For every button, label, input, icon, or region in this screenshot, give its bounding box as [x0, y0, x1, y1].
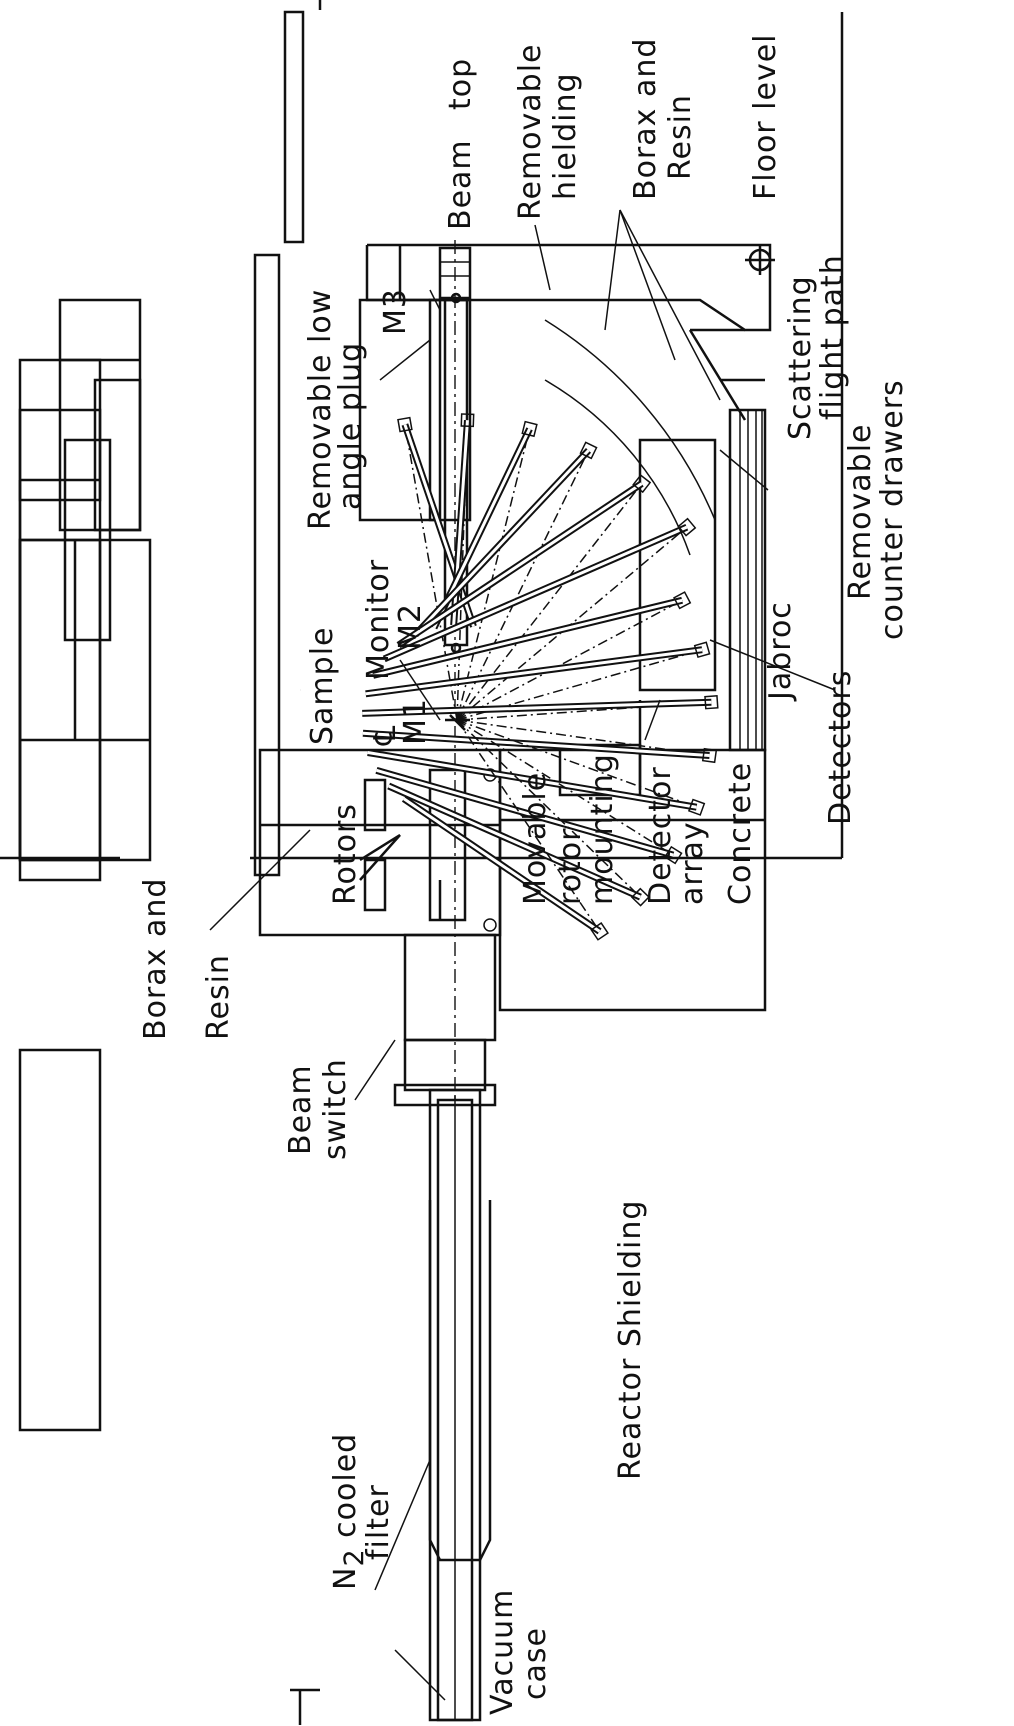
flight-ray [404, 424, 458, 721]
flight-ray [456, 719, 674, 856]
detector-cap [632, 474, 652, 494]
flight-ray [456, 428, 531, 721]
flight-tube-bore [362, 700, 712, 715]
flight-tube-bore [362, 731, 710, 757]
label-sample: Sample [305, 627, 340, 746]
detector-cap [663, 845, 683, 865]
shielding-slope [688, 329, 747, 421]
label-vacuum-case: Vacuum [485, 1589, 520, 1715]
flight-tube-bore [367, 751, 697, 809]
flight-ray [456, 719, 641, 898]
flight-tube-bore [403, 797, 601, 933]
detector-cap [590, 922, 609, 941]
label-scattering-2: flight path [815, 254, 850, 420]
label-counter-drawers: Removable [843, 423, 878, 600]
label-borax-resin-right-2: Resin [663, 94, 698, 180]
detector-cap [704, 695, 719, 710]
flight-tube-bore [376, 768, 674, 857]
flight-path-tubes [362, 413, 719, 941]
counter-drawers [720, 378, 767, 752]
label-monitor: Monitor [361, 559, 396, 680]
detector-cap [630, 887, 650, 907]
label-detectors: Detectors [823, 670, 858, 825]
beam-tube [393, 1083, 497, 1722]
label-movable-rotor-2: rotor [553, 828, 588, 905]
detector-cap [397, 416, 413, 433]
label-jabroc: Jabroc [763, 601, 798, 702]
detector-cap [521, 420, 538, 438]
beam-stop-block [438, 246, 472, 300]
detector-cap [687, 798, 706, 816]
detector-cap [701, 747, 718, 764]
flight-ray [456, 701, 712, 721]
reactor-shielding-face [0, 0, 322, 1725]
label-removable-shielding: Removable [513, 43, 548, 220]
label-beam-switch-2: switch [318, 1058, 353, 1160]
label-n2-filter-2: filter [361, 1484, 396, 1560]
flight-tube-bore [365, 648, 703, 696]
label-removable-shielding-2: hielding [548, 72, 583, 200]
detector-cap [579, 441, 598, 460]
label-beam-stop: Beam [443, 139, 478, 230]
removable-shielding [365, 243, 772, 332]
label-beam-switch: Beam [283, 1064, 318, 1155]
label-n2-filter: N2 cooled [328, 1433, 370, 1590]
detector-array-box [558, 438, 717, 797]
flight-tube-bore [397, 482, 643, 647]
label-counter-drawers-2: counter drawers [875, 379, 910, 640]
borax-resin-blocks [18, 10, 305, 1432]
label-m1: M1 [398, 698, 433, 745]
floor-level-symbol [745, 245, 775, 275]
flight-ray [456, 599, 683, 721]
text-labels: Borax and Resin Rotors Movable rotor mou… [138, 33, 910, 1715]
flight-ray [456, 450, 590, 721]
label-monitor-2: M2 [393, 603, 428, 650]
flight-ray [456, 719, 601, 932]
flight-ray [456, 719, 697, 808]
flight-tube-bore [414, 449, 590, 636]
detector-cap [673, 591, 692, 610]
label-detector-array: Detector [643, 766, 678, 905]
label-n2-filter-cooled: cooled [328, 1433, 363, 1549]
label-reactor-shielding: Reactor Shielding [613, 1200, 648, 1480]
borax-stack [18, 538, 152, 862]
flight-tube-bore [383, 525, 688, 661]
label-beam-stop-2: top [443, 58, 478, 110]
flight-ray [456, 719, 710, 757]
label-borax-resin-top-2: Resin [201, 954, 236, 1040]
label-concrete: Concrete [723, 762, 758, 905]
label-centreline: ℄ [368, 725, 403, 746]
label-m3: M3 [378, 288, 413, 335]
label-n2-filter-sub: 2 [339, 1548, 370, 1566]
flight-tube-bore [388, 784, 642, 899]
flight-tube-bore [372, 598, 683, 677]
label-low-angle-plug-2: angle plug [333, 342, 368, 510]
label-low-angle-plug: Removable low [303, 289, 338, 530]
label-movable-rotor: Movable [518, 772, 553, 905]
label-detector-array-2: array [675, 821, 710, 905]
low-angle-arc [544, 319, 716, 521]
label-borax-resin-right: Borax and [628, 38, 663, 200]
beam-switch-block [403, 933, 497, 1092]
detector-cap [460, 413, 475, 428]
label-rotors: Rotors [328, 803, 363, 905]
label-scattering: Scattering [783, 275, 818, 440]
label-n2-filter-n: N [328, 1567, 363, 1590]
label-movable-rotor-3: mounting [585, 753, 620, 905]
label-floor-level: Floor level [748, 33, 783, 200]
label-vacuum-case-2: case [518, 1627, 553, 1700]
detector-cap [677, 517, 697, 537]
low-angle-plug-box [358, 298, 472, 522]
detector-cap [693, 641, 711, 659]
detector-arc [544, 379, 691, 556]
leader-lines [209, 209, 836, 1701]
label-borax-resin-top: Borax and [138, 878, 173, 1040]
